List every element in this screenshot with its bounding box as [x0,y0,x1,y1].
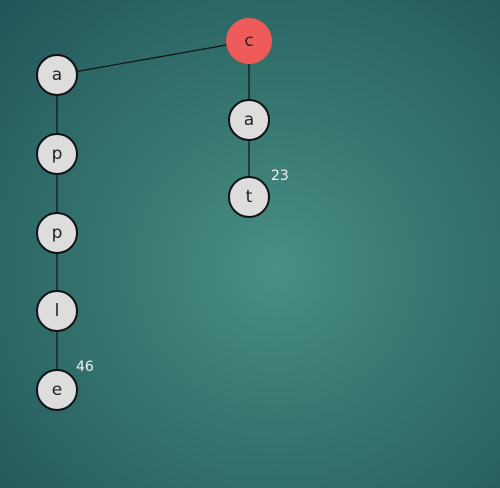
trie-node-a[interactable]: a [36,54,78,96]
node-value-t: 23 [271,168,289,184]
node-label: l [54,300,60,321]
node-label: c [244,30,254,51]
trie-node-a-2[interactable]: a [228,99,270,141]
node-label: e [51,379,63,400]
trie-node-t[interactable]: t [228,176,270,218]
trie-node-c-root[interactable]: c [226,18,272,64]
node-value-e: 46 [76,359,94,375]
trie-node-e[interactable]: e [36,369,78,411]
edge-c-a1 [56,40,250,76]
trie-node-p-2[interactable]: p [36,212,78,254]
node-label: t [245,186,253,207]
node-label: a [243,109,255,130]
node-label: p [51,143,63,164]
node-label: p [51,222,63,243]
trie-node-l[interactable]: l [36,290,78,332]
node-label: a [51,64,63,85]
trie-node-p[interactable]: p [36,133,78,175]
